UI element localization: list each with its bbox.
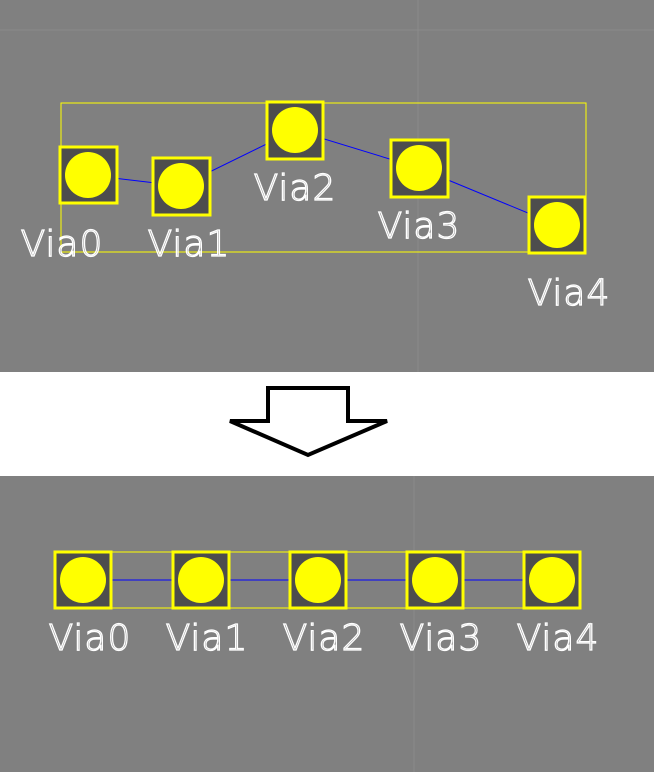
before-via-3[interactable]	[389, 138, 450, 199]
after-via-0-drill	[60, 557, 106, 603]
before-panel: Via0 Via1 Via2 Via3 Via4	[0, 0, 654, 372]
before-via-4[interactable]	[527, 195, 587, 255]
after-via-0-label: Via0	[49, 618, 132, 659]
after-via-3-label: Via3	[400, 618, 483, 659]
before-via-2-label: Via2	[254, 168, 337, 209]
before-via-4-drill	[534, 202, 580, 248]
before-via-0-label: Via0	[21, 224, 104, 265]
down-arrow-icon	[229, 386, 388, 458]
after-via-1-drill	[178, 557, 224, 603]
before-via-0-drill	[65, 152, 111, 198]
after-via-1[interactable]	[171, 550, 231, 610]
after-via-4-label: Via4	[517, 618, 600, 659]
before-via-4-label: Via4	[528, 273, 611, 314]
after-board-background	[0, 476, 654, 772]
before-via-2[interactable]	[265, 100, 325, 161]
after-via-4[interactable]	[522, 550, 582, 610]
before-via-0[interactable]	[58, 145, 119, 205]
transition-band	[0, 372, 654, 476]
before-via-3-label: Via3	[378, 206, 461, 247]
after-via-3[interactable]	[405, 550, 465, 610]
before-via-2-drill	[272, 107, 318, 153]
after-via-1-label: Via1	[166, 618, 249, 659]
before-via-1[interactable]	[151, 156, 212, 217]
after-via-2-label: Via2	[283, 618, 366, 659]
before-via-1-label: Via1	[148, 224, 231, 265]
after-panel: Via0 Via1 Via2 Via3 Via4	[0, 476, 654, 772]
after-via-3-drill	[412, 557, 458, 603]
after-via-2-drill	[295, 557, 341, 603]
after-via-4-drill	[529, 557, 575, 603]
after-via-2[interactable]	[288, 550, 348, 610]
before-via-3-drill	[396, 145, 442, 191]
before-via-1-drill	[158, 163, 204, 209]
after-via-0[interactable]	[53, 550, 113, 610]
